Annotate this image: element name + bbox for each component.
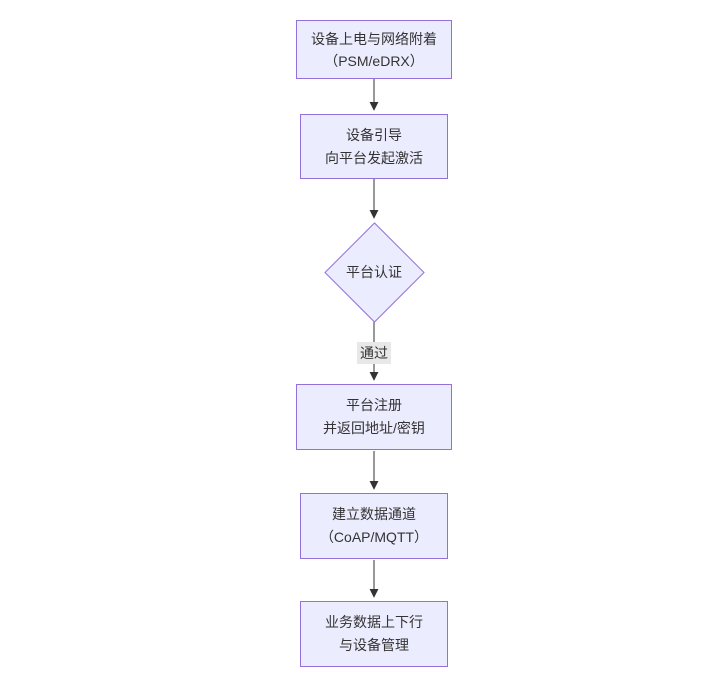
node-data-channel: 建立数据通道 （CoAP/MQTT） xyxy=(300,493,448,559)
node-bootstrap-activate: 设备引导 向平台发起激活 xyxy=(300,114,448,179)
decision-platform-auth: 平台认证 xyxy=(323,221,425,323)
node-label-line: 设备上电与网络附着 xyxy=(311,30,437,47)
node-power-attach: 设备上电与网络附着 （PSM/eDRX） xyxy=(296,20,452,79)
node-label-line: 平台认证 xyxy=(346,264,402,280)
node-label-line: 设备引导 xyxy=(346,126,402,143)
edge-label-pass: 通过 xyxy=(357,342,391,364)
node-label-line: 业务数据上下行 xyxy=(325,614,423,630)
node-business-data: 业务数据上下行 与设备管理 xyxy=(300,601,448,667)
node-label-line: 建立数据通道 xyxy=(332,506,416,522)
node-platform-register: 平台注册 并返回地址/密钥 xyxy=(296,384,452,450)
node-label-line: 向平台发起激活 xyxy=(325,149,423,166)
node-label-line: 并返回地址/密钥 xyxy=(323,420,425,436)
node-label-line: （PSM/eDRX） xyxy=(324,52,424,69)
node-label-line: （CoAP/MQTT） xyxy=(319,529,429,545)
node-label-line: 平台注册 xyxy=(346,397,402,413)
node-label-line: 与设备管理 xyxy=(339,637,409,653)
